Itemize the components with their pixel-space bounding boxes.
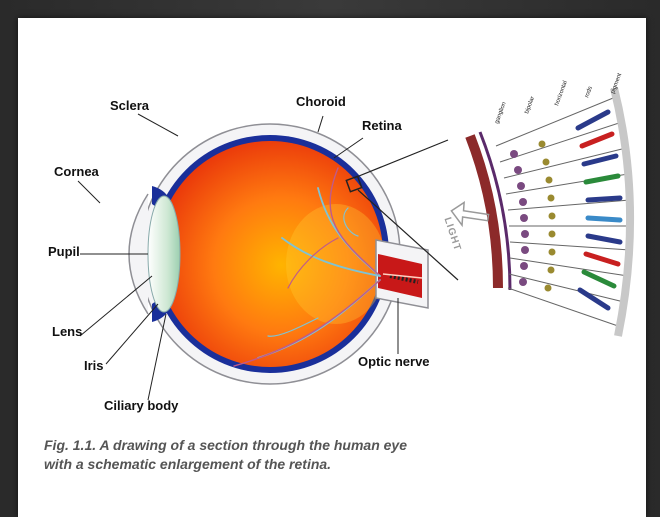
lens <box>148 196 180 312</box>
svg-text:ganglion: ganglion <box>494 101 507 124</box>
optic-nerve <box>376 240 428 308</box>
svg-text:horizontal: horizontal <box>554 80 569 106</box>
svg-text:pigment: pigment <box>610 72 623 94</box>
caption-line-1: Fig. 1.1. A drawing of a section through… <box>44 436 604 455</box>
label-choroid: Choroid <box>296 94 346 109</box>
label-pupil: Pupil <box>48 244 80 259</box>
label-retina: Retina <box>362 118 402 133</box>
label-cornea: Cornea <box>54 164 99 179</box>
svg-text:rods: rods <box>584 86 594 99</box>
eye-diagram: ganglion bipolar horizontal rods pigment <box>18 18 646 438</box>
figure-caption: Fig. 1.1. A drawing of a section through… <box>44 436 604 474</box>
document-page: ganglion bipolar horizontal rods pigment… <box>18 18 646 517</box>
label-optic-nerve: Optic nerve <box>358 354 430 369</box>
eye-figure: ganglion bipolar horizontal rods pigment… <box>18 18 646 438</box>
label-ciliary-body: Ciliary body <box>104 398 178 413</box>
label-iris: Iris <box>84 358 104 373</box>
caption-line-2: with a schematic enlargement of the reti… <box>44 455 604 474</box>
svg-text:bipolar: bipolar <box>524 96 536 115</box>
retina-enlargement: ganglion bipolar horizontal rods pigment <box>450 72 630 336</box>
label-lens: Lens <box>52 324 82 339</box>
label-sclera: Sclera <box>110 98 149 113</box>
